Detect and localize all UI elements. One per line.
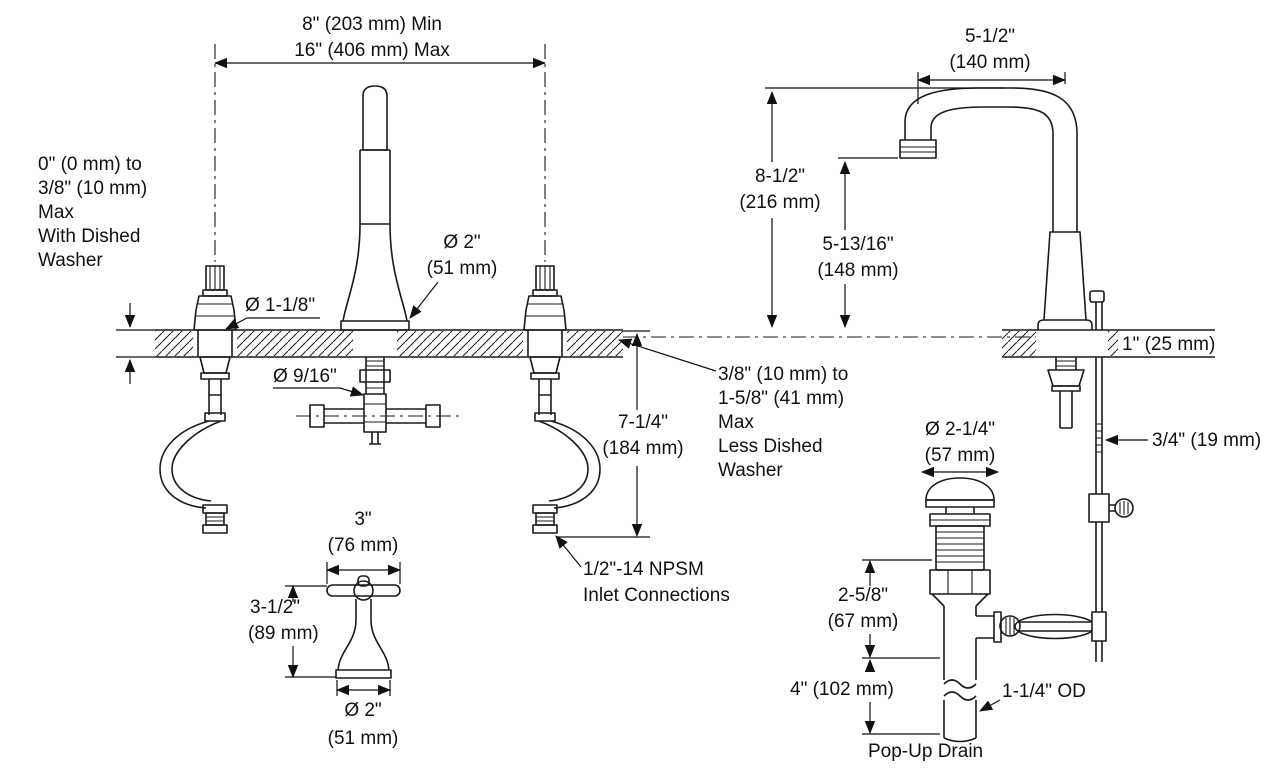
deck-note-right-line3: Max <box>718 412 754 433</box>
locknut <box>929 569 991 595</box>
side-under-counter <box>1047 357 1085 429</box>
deck-note-right: 3/8" (10 mm) to 1-5/8" (41 mm) Max Less … <box>617 338 848 481</box>
deck-note-right-line2: 1-5/8" (41 mm) <box>718 388 844 409</box>
escutcheon-diameter-line1: Ø 2" <box>443 232 480 253</box>
flange-diameter-line2: (57 mm) <box>925 445 996 466</box>
spout-front <box>340 85 410 331</box>
max-deck-thickness-text: 1" (25 mm) <box>1122 334 1215 355</box>
dim-spout-reach: 5-1/2" (140 mm) <box>916 26 1067 104</box>
dim-label-spread-min: 8" (203 mm) Min <box>302 14 442 35</box>
inlet-note-line2: Inlet Connections <box>583 585 730 606</box>
outlet-height-line1: 5-13/16" <box>822 234 893 255</box>
countertop-section-right: 1" (25 mm) <box>1002 329 1215 358</box>
deck-note-right-line1: 3/8" (10 mm) to <box>718 364 848 385</box>
deck-note-left-line1: 0" (0 mm) to <box>38 154 142 175</box>
deck-note-right-line4: Less Dished <box>718 436 823 457</box>
spout-height-line2: (216 mm) <box>739 192 820 213</box>
tailpiece-length-text: 4" (102 mm) <box>790 679 894 700</box>
deck-note-left-line4: With Dished <box>38 226 140 247</box>
dim-handle-height: 3-1/2" (89 mm) <box>248 584 336 679</box>
label-inlet-connections: 1/2"-14 NPSM Inlet Connections <box>555 535 730 606</box>
deck-note-left-line5: Washer <box>38 250 103 271</box>
handle-width-line1: 3" <box>354 509 371 530</box>
pipe-break <box>943 679 977 701</box>
dim-handle-base-diameter: Ø 2" (51 mm) <box>328 680 399 749</box>
inlet-note-line1: 1/2"-14 NPSM <box>583 559 704 580</box>
handle-base-diameter-line1: Ø 2" <box>344 700 381 721</box>
left-valve <box>159 265 237 534</box>
deck-note-left-line2: 3/8" (10 mm) <box>38 178 147 199</box>
pivot-rod <box>1014 611 1107 642</box>
drain-body-length-line1: 2-5/8" <box>838 585 888 606</box>
handle-cross-bar <box>326 584 401 597</box>
tailpiece-od-text: 1-1/4" OD <box>1002 681 1086 702</box>
aerator <box>899 139 937 159</box>
dim-tailpiece-length: 4" (102 mm) <box>790 658 940 735</box>
handle-hub <box>353 580 374 601</box>
label-shank-diameter: Ø 9/16" <box>273 366 365 397</box>
label-hole-diameter: Ø 1-1/8" <box>225 295 320 330</box>
centerlines <box>214 44 1036 417</box>
lift-rod-offset-text: 3/4" (19 mm) <box>1152 430 1261 451</box>
handle-height-line1: 3-1/2" <box>250 597 300 618</box>
handle-height-line2: (89 mm) <box>248 623 319 644</box>
tee-fitting <box>309 357 441 445</box>
popup-drain-body <box>925 477 1021 743</box>
clamp-thumbscrew <box>1114 498 1134 518</box>
shank-diameter-text: Ø 9/16" <box>273 366 337 387</box>
pivot-ball-nut <box>999 615 1021 637</box>
pivot-rod-connector <box>1091 611 1107 642</box>
spout-reach-line2: (140 mm) <box>949 52 1030 73</box>
deck-note-right-line5: Washer <box>718 460 783 481</box>
hole-diameter-text: Ø 1-1/8" <box>245 295 315 316</box>
lift-rod <box>1088 290 1134 662</box>
handle-drawing <box>326 575 401 679</box>
drain-body-length-line2: (67 mm) <box>828 611 899 632</box>
lift-rod-knob <box>1089 290 1105 303</box>
dim-label-spread-max: 16" (406 mm) Max <box>294 40 450 61</box>
countertop-section <box>116 303 623 384</box>
dim-spread: 8" (203 mm) Min 16" (406 mm) Max <box>213 14 547 69</box>
spout-height-line1: 8-1/2" <box>755 166 805 187</box>
label-tailpiece-od: 1-1/4" OD <box>979 681 1086 712</box>
flange-diameter-line1: Ø 2-1/4" <box>925 419 995 440</box>
right-valve <box>523 265 601 534</box>
handle-width-line2: (76 mm) <box>328 535 399 556</box>
tailpiece <box>943 606 977 680</box>
dim-outlet-height: 5-13/16" (148 mm) <box>817 157 899 329</box>
below-deck-depth-line1: 7-1/4" <box>618 412 668 433</box>
deck-note-left: 0" (0 mm) to 3/8" (10 mm) Max With Dishe… <box>38 154 147 271</box>
escutcheon-diameter-line2: (51 mm) <box>427 258 498 279</box>
deck-note-left-line3: Max <box>38 202 74 223</box>
dim-drain-body-length: 2-5/8" (67 mm) <box>828 559 940 659</box>
right-inlet-fitting <box>532 524 558 534</box>
stopper-cap <box>925 477 995 501</box>
lift-rod-clamp <box>1088 493 1110 523</box>
front-view: 8" (203 mm) Min 16" (406 mm) Max <box>38 14 1036 606</box>
outlet-height-line2: (148 mm) <box>817 260 898 281</box>
popup-drain-label: Pop-Up Drain <box>868 741 983 762</box>
dim-flange-diameter: Ø 2-1/4" (57 mm) <box>920 419 1000 478</box>
below-deck-depth-line2: (184 mm) <box>602 438 683 459</box>
handle-base <box>335 669 392 679</box>
dim-spout-height: 8-1/2" (216 mm) <box>739 87 1005 329</box>
handle-top-spoke <box>357 575 370 587</box>
side-view: 5-1/2" (140 mm) 8-1/2" (216 mm) 5-13/1 <box>739 26 1261 662</box>
popup-drain: Ø 2-1/4" (57 mm) 2- <box>790 419 1086 762</box>
handle-detail: 3" (76 mm) 3-1/2" (89 mm) Ø 2" (51 mm) <box>248 509 402 749</box>
left-inlet-fitting <box>202 524 228 534</box>
supply-hose-right <box>550 420 601 509</box>
spout-reach-line1: 5-1/2" <box>965 26 1015 47</box>
supply-hose-left <box>159 420 210 509</box>
dim-below-deck-depth: 7-1/4" (184 mm) <box>556 330 684 538</box>
label-lift-rod-offset: 3/4" (19 mm) <box>1104 430 1261 451</box>
label-escutcheon-diameter: Ø 2" (51 mm) <box>409 232 498 319</box>
handle-base-diameter-line2: (51 mm) <box>328 728 399 749</box>
